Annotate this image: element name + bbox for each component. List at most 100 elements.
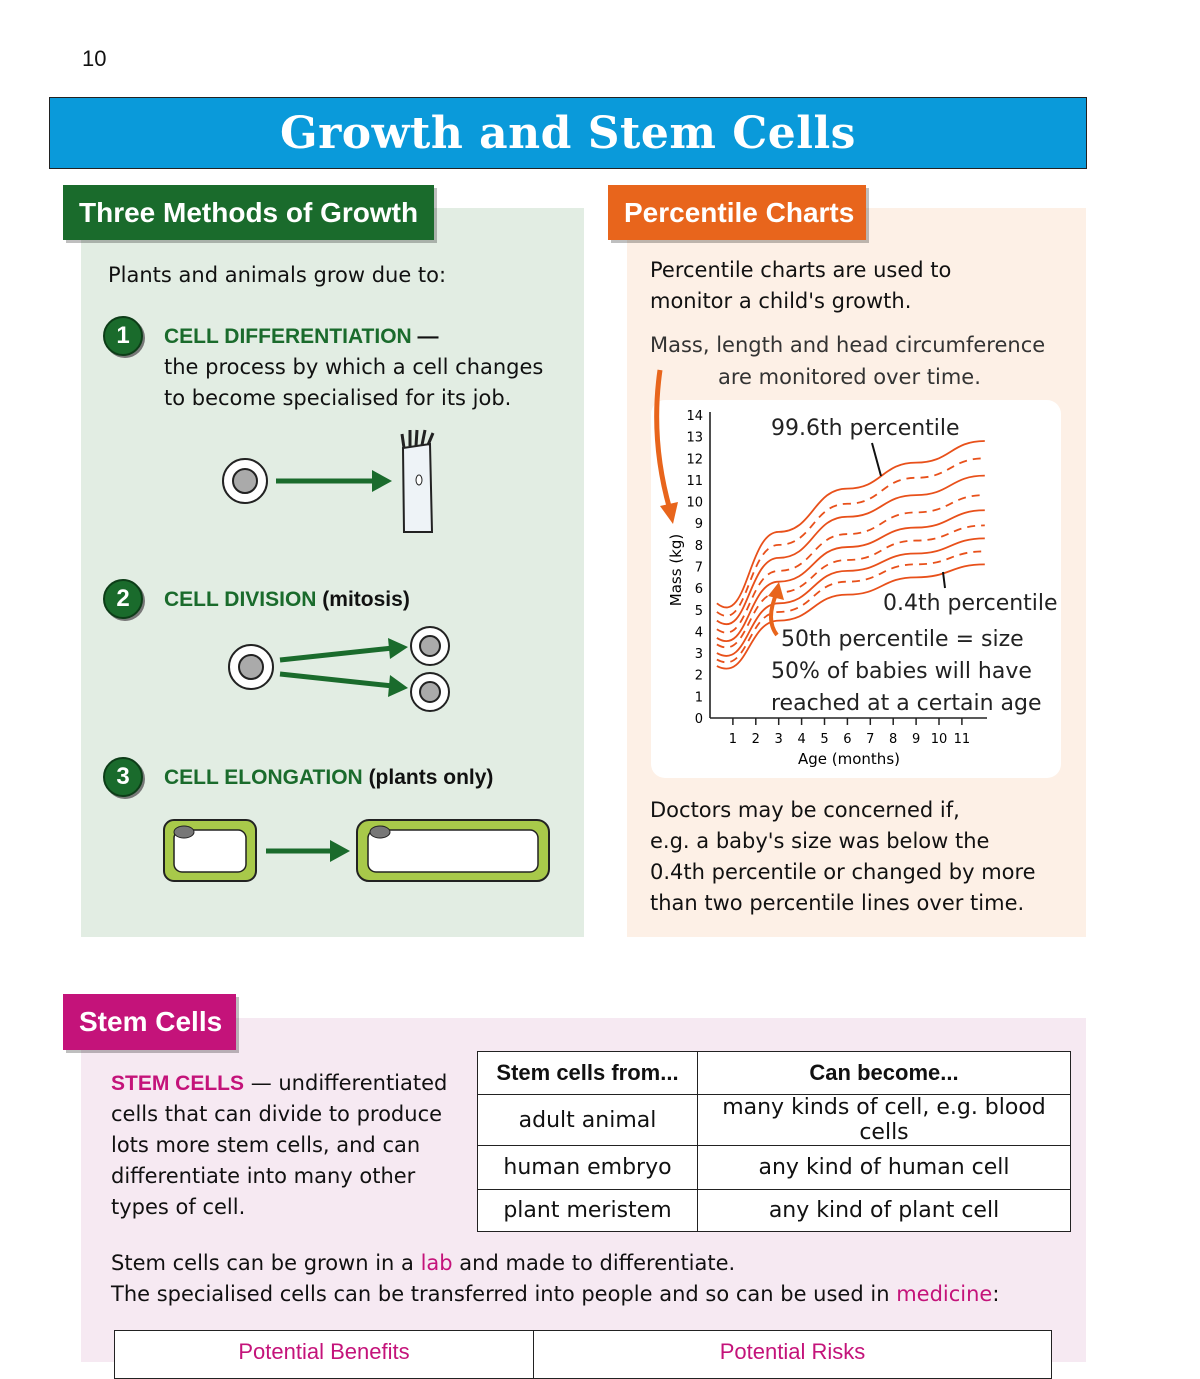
stem-term: STEM CELLS bbox=[111, 1072, 245, 1095]
table-cell: many kinds of cell, e.g. blood cells bbox=[697, 1094, 1071, 1146]
concern-line: e.g. a baby's size was below the bbox=[650, 829, 990, 853]
percentile-heading: Percentile Charts bbox=[608, 185, 866, 240]
text: : bbox=[992, 1282, 1000, 1306]
percentile-line-5 bbox=[716, 509, 985, 642]
pointer-top bbox=[871, 442, 882, 477]
lab-sentence: Stem cells can be grown in a lab and mad… bbox=[111, 1248, 735, 1279]
stem-cells-table: Stem cells from...Can become... adult an… bbox=[477, 1051, 1071, 1232]
y-tick-label: 2 bbox=[695, 669, 703, 684]
concern-line: Doctors may be concerned if, bbox=[650, 798, 960, 822]
y-tick-label: 6 bbox=[695, 582, 703, 597]
y-tick-label: 8 bbox=[695, 539, 703, 554]
y-tick-label: 12 bbox=[686, 452, 703, 467]
annotation-top: 99.6th percentile bbox=[771, 416, 960, 441]
annotation-mid-2: 50% of babies will have bbox=[771, 659, 1032, 684]
concern-line: 0.4th percentile or changed by more bbox=[650, 860, 1036, 884]
x-tick-label: 8 bbox=[889, 732, 897, 747]
concern-text: Doctors may be concerned if, e.g. a baby… bbox=[650, 795, 1036, 919]
method-1-desc-2: to become specialised for its job. bbox=[164, 386, 512, 410]
lab-highlight: lab bbox=[420, 1251, 453, 1275]
y-axis-label: Mass (kg) bbox=[667, 534, 685, 606]
table-cell: adult animal bbox=[477, 1094, 698, 1146]
number-badge-2: 2 bbox=[103, 579, 143, 619]
stem-def-line: lots more stem cells, and can bbox=[111, 1133, 421, 1157]
x-tick-label: 9 bbox=[912, 732, 920, 747]
percentile-line-7 bbox=[716, 537, 985, 657]
title-bar: Growth and Stem Cells bbox=[49, 97, 1087, 169]
method-1-desc-1: the process by which a cell changes bbox=[164, 355, 544, 379]
text: and made to differentiate. bbox=[452, 1251, 736, 1275]
page-title: Growth and Stem Cells bbox=[280, 107, 856, 159]
fiftieth-arrow bbox=[769, 591, 779, 637]
percentile-line-3 bbox=[716, 474, 985, 625]
text: The specialised cells can be transferred… bbox=[111, 1282, 897, 1306]
y-tick-label: 3 bbox=[695, 647, 703, 662]
table-header-row: Stem cells from...Can become... bbox=[477, 1051, 1071, 1095]
x-tick-label: 3 bbox=[775, 732, 783, 747]
y-tick-label: 7 bbox=[695, 561, 703, 576]
y-tick-label: 10 bbox=[686, 496, 703, 511]
x-tick-label: 5 bbox=[820, 732, 828, 747]
x-tick-label: 4 bbox=[797, 732, 805, 747]
risks-header: Potential Risks bbox=[533, 1330, 1052, 1379]
method-2-name: CELL DIVISION bbox=[164, 588, 317, 611]
percentile-intro-1: Percentile charts are used to bbox=[650, 258, 952, 282]
y-tick-label: 13 bbox=[686, 431, 703, 446]
stem-def-line: differentiate into many other bbox=[111, 1164, 416, 1188]
benefits-header: Potential Benefits bbox=[114, 1330, 534, 1379]
x-tick-label: 1 bbox=[729, 732, 737, 747]
concern-line: than two percentile lines over time. bbox=[650, 891, 1025, 915]
percentile-intro-2: monitor a child's growth. bbox=[650, 289, 912, 313]
x-tick-label: 11 bbox=[954, 732, 971, 747]
method-1-suffix: — bbox=[411, 325, 439, 348]
pointer-bottom bbox=[942, 571, 946, 589]
table-cell: plant meristem bbox=[477, 1189, 698, 1232]
chart-card bbox=[651, 400, 1061, 778]
percentile-line-9 bbox=[716, 563, 985, 670]
growth-panel bbox=[81, 208, 584, 937]
y-tick-label: 14 bbox=[686, 409, 703, 424]
annotation-bottom: 0.4th percentile bbox=[883, 591, 1058, 616]
stem-def-rest: — undifferentiated bbox=[244, 1071, 448, 1095]
fiftieth-arrowhead bbox=[768, 582, 784, 600]
y-tick-label: 11 bbox=[686, 474, 703, 489]
stem-definition: STEM CELLS — undifferentiated bbox=[111, 1068, 447, 1099]
number-badge-3: 3 bbox=[103, 757, 143, 797]
mass-arrow bbox=[654, 369, 678, 524]
x-tick-label: 6 bbox=[843, 732, 851, 747]
y-tick-label: 1 bbox=[695, 690, 703, 705]
method-1-name: CELL DIFFERENTIATION bbox=[164, 325, 412, 348]
growth-heading: Three Methods of Growth bbox=[63, 185, 434, 240]
x-tick-label: 2 bbox=[752, 732, 760, 747]
table-header: Stem cells from... bbox=[477, 1051, 698, 1095]
y-tick-label: 4 bbox=[695, 625, 703, 640]
percentile-line-8 bbox=[716, 550, 985, 664]
medicine-sentence: The specialised cells can be transferred… bbox=[111, 1279, 999, 1310]
page-number: 10 bbox=[82, 46, 107, 71]
stem-def-lines: cells that can divide to produce lots mo… bbox=[111, 1099, 442, 1223]
method-2: CELL DIVISION (mitosis) bbox=[164, 584, 410, 615]
percentile-line-4 bbox=[716, 494, 985, 634]
annotation-mid-3: reached at a certain age bbox=[771, 691, 1042, 716]
table-header: Can become... bbox=[697, 1051, 1071, 1095]
y-tick-label: 9 bbox=[695, 517, 703, 532]
y-tick-label: 5 bbox=[695, 604, 703, 619]
percentile-line-2 bbox=[716, 457, 985, 617]
x-axis-label: Age (months) bbox=[798, 750, 900, 768]
growth-intro: Plants and animals grow due to: bbox=[108, 263, 447, 287]
stem-cells-heading: Stem Cells bbox=[63, 994, 236, 1050]
medicine-highlight: medicine bbox=[896, 1282, 993, 1306]
table-cell: any kind of human cell bbox=[697, 1145, 1071, 1190]
annotation-mid-1: 50th percentile = size bbox=[781, 627, 1024, 652]
stem-def-line: cells that can divide to produce bbox=[111, 1102, 443, 1126]
x-tick-label: 10 bbox=[931, 732, 948, 747]
method-3-suffix: (plants only) bbox=[362, 766, 494, 789]
percentile-note-2: are monitored over time. bbox=[718, 365, 981, 389]
stem-def-line: types of cell. bbox=[111, 1195, 246, 1219]
y-tick-label: 0 bbox=[695, 712, 703, 727]
method-1: CELL DIFFERENTIATION — bbox=[164, 321, 439, 352]
